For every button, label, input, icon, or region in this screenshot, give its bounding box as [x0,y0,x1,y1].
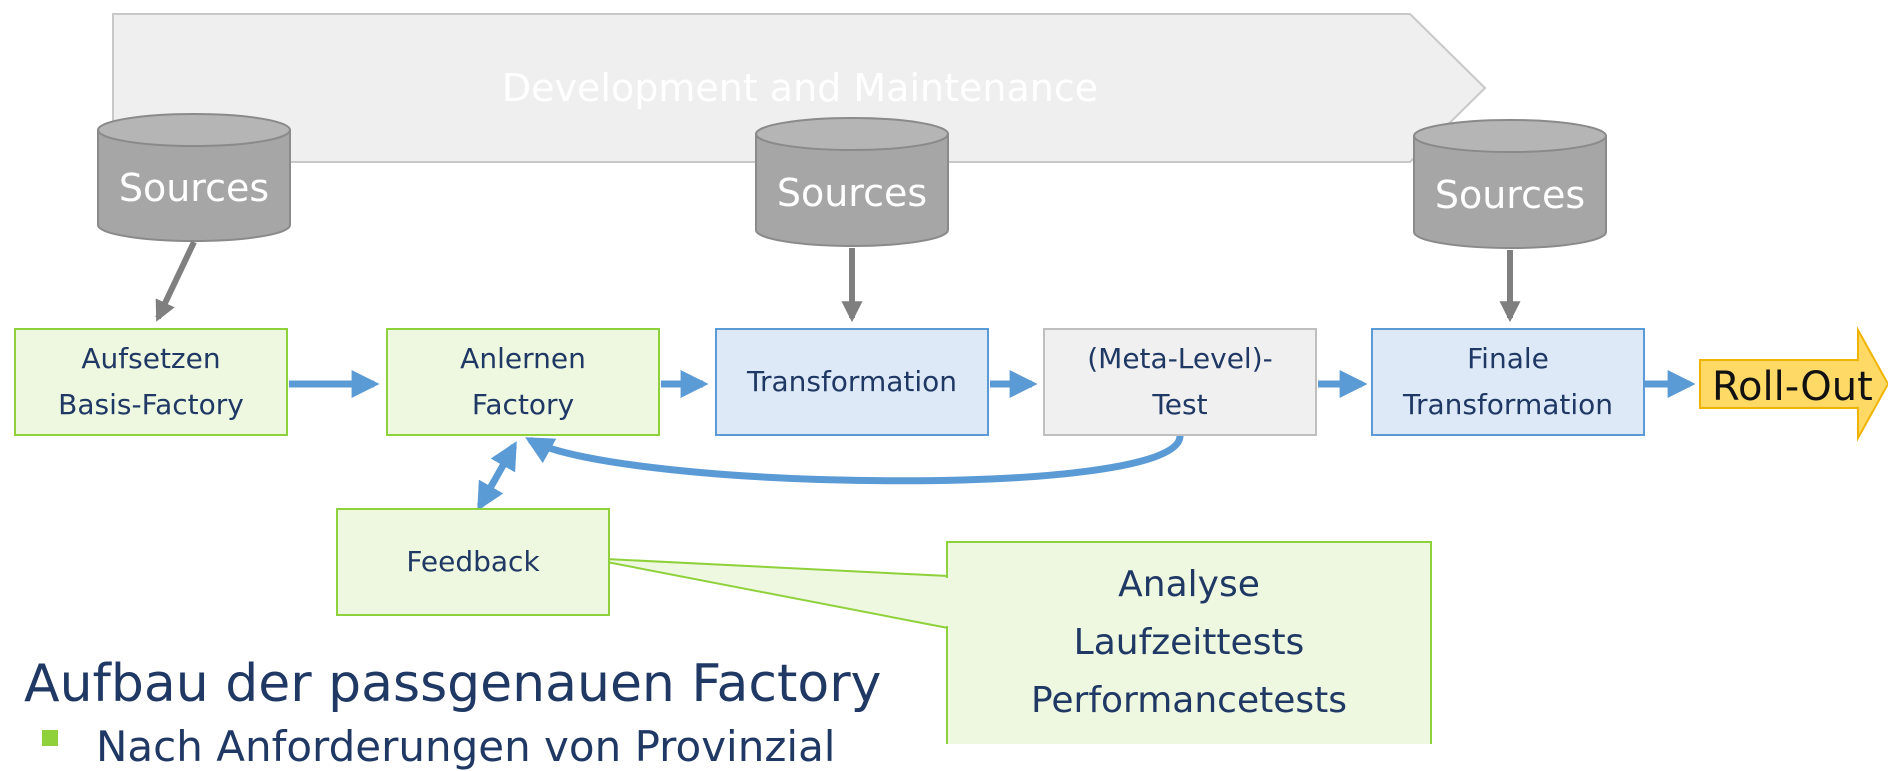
step-meta-level-test: (Meta-Level)- Test [1043,328,1317,436]
source-cylinder-2 [755,117,949,247]
feedback-arrow [476,441,518,511]
callout-text: Analyse Laufzeittests Performancetests [1030,564,1348,721]
sources-label-2: Sources [776,171,928,215]
loop-arrow [525,435,1184,485]
bullet-text: Nach Anforderungen von Provinzial [96,722,836,771]
callout-box [946,541,1432,744]
step-train-factory: Anlernen Factory [386,328,660,436]
section-heading: Aufbau der passgenauen Factory [24,654,882,714]
rollout-label: Roll-Out [1712,364,1873,410]
feedback-box: Feedback [336,508,610,616]
bullet-marker [42,730,58,746]
step-final-transformation: Finale Transformation [1371,328,1645,436]
step-transformation: Transformation [715,328,989,436]
sources-label-3: Sources [1434,173,1586,217]
source-cylinder-1 [97,113,291,242]
source-arrow-1 [155,240,197,322]
phase-label: Development and Maintenance [501,66,1099,110]
callout-pointer [585,557,949,630]
source-cylinder-3 [1413,119,1607,249]
sources-label-1: Sources [118,166,270,210]
process-diagram [97,13,1888,744]
step-setup-base-factory: Aufsetzen Basis-Factory [14,328,288,436]
rollout-arrow [1699,326,1888,442]
